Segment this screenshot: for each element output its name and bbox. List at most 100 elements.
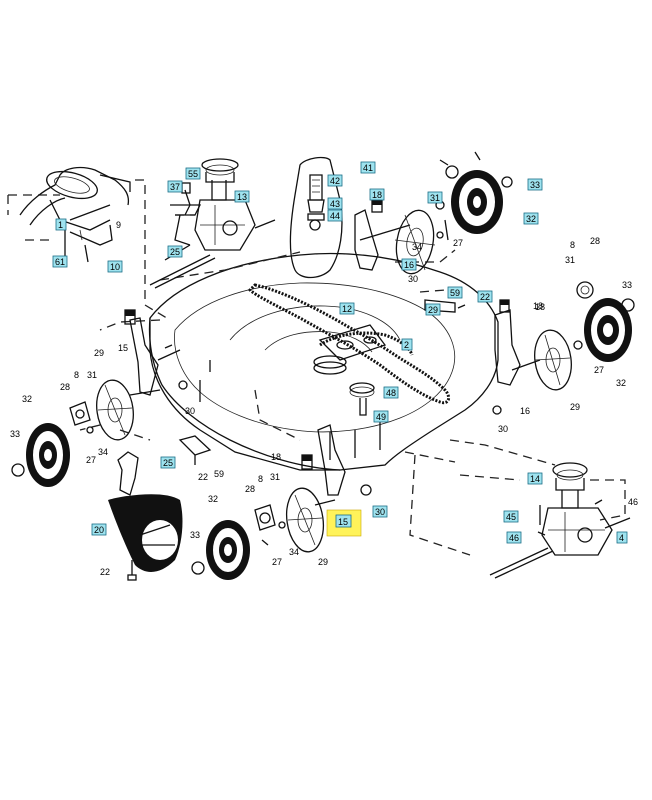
callout-text: 20 bbox=[94, 525, 104, 535]
callout-27: 27 bbox=[594, 365, 604, 375]
callout-55: 55 bbox=[185, 167, 201, 180]
callout-44: 44 bbox=[327, 209, 343, 222]
callout-text: 9 bbox=[116, 220, 121, 230]
callout-text: 43 bbox=[330, 199, 340, 209]
callout-32: 32 bbox=[616, 378, 626, 388]
callout-59: 59 bbox=[214, 469, 224, 479]
callout-29: 29 bbox=[318, 557, 328, 567]
callout-text: 8 bbox=[74, 370, 79, 380]
callout-16: 16 bbox=[520, 406, 530, 416]
callout-text: 55 bbox=[188, 169, 198, 179]
callout-box bbox=[527, 178, 543, 191]
callout-text: 41 bbox=[363, 163, 373, 173]
callout-box bbox=[477, 290, 493, 303]
callout-text: 15 bbox=[338, 517, 348, 527]
callout-33: 33 bbox=[190, 530, 200, 540]
callout-25: 25 bbox=[160, 456, 176, 469]
callout-text: 27 bbox=[272, 557, 282, 567]
callout-text: 18 bbox=[271, 452, 281, 462]
discharge-chute bbox=[108, 435, 212, 581]
callout-text: 28 bbox=[60, 382, 70, 392]
callout-20: 20 bbox=[91, 523, 107, 536]
callout-18: 18 bbox=[369, 188, 385, 201]
front-drive-gearbox bbox=[149, 158, 276, 289]
callout-18: 18 bbox=[535, 302, 545, 312]
callout-text: 18 bbox=[535, 302, 545, 312]
callout-box bbox=[447, 286, 463, 299]
callout-text: 27 bbox=[594, 365, 604, 375]
callout-text: 29 bbox=[94, 348, 104, 358]
callout-text: 42 bbox=[330, 176, 340, 186]
callout-box bbox=[360, 161, 376, 174]
callout-32: 32 bbox=[22, 394, 32, 404]
callout-text: 31 bbox=[87, 370, 97, 380]
callout-text: 22 bbox=[100, 567, 110, 577]
callout-text: 2 bbox=[404, 340, 409, 350]
callout-34: 34 bbox=[289, 547, 299, 557]
callout-text: 27 bbox=[453, 238, 463, 248]
callout-text: 30 bbox=[185, 406, 195, 416]
callout-text: 15 bbox=[118, 343, 128, 353]
callout-box bbox=[503, 510, 519, 523]
callout-box bbox=[372, 505, 388, 518]
callout-text: 1 bbox=[58, 220, 63, 230]
callout-box bbox=[401, 258, 417, 271]
callout-box bbox=[339, 302, 355, 315]
callout-text: 61 bbox=[55, 257, 65, 267]
callout-46: 46 bbox=[506, 531, 522, 544]
callout-box bbox=[425, 303, 441, 316]
callout-text: 4 bbox=[619, 533, 624, 543]
callout-box bbox=[52, 255, 68, 268]
callout-box bbox=[327, 174, 343, 187]
callout-34: 34 bbox=[98, 447, 108, 457]
callout-text: 32 bbox=[208, 494, 218, 504]
callout-8: 8 bbox=[74, 370, 79, 380]
rear-right-wheel-assembly bbox=[354, 151, 513, 275]
callout-text: 33 bbox=[190, 530, 200, 540]
callout-text: 13 bbox=[237, 192, 247, 202]
callout-text: 25 bbox=[170, 247, 180, 257]
callout-box bbox=[369, 188, 385, 201]
callout-28: 28 bbox=[60, 382, 70, 392]
callout-8: 8 bbox=[570, 240, 575, 250]
callout-4: 4 bbox=[616, 531, 628, 544]
callout-text: 14 bbox=[530, 474, 540, 484]
callout-30: 30 bbox=[372, 505, 388, 518]
callout-34: 34 bbox=[412, 242, 422, 252]
callout-14: 14 bbox=[527, 472, 543, 485]
callout-box bbox=[427, 191, 443, 204]
callout-30: 30 bbox=[408, 274, 418, 284]
callout-text: 31 bbox=[565, 255, 575, 265]
callout-box bbox=[107, 260, 123, 273]
callout-box bbox=[327, 197, 343, 210]
callout-27: 27 bbox=[453, 238, 463, 248]
callout-box bbox=[91, 523, 107, 536]
callout-text: 45 bbox=[506, 512, 516, 522]
callout-text: 29 bbox=[428, 305, 438, 315]
callout-28: 28 bbox=[245, 484, 255, 494]
callout-text: 16 bbox=[520, 406, 530, 416]
callout-text: 12 bbox=[342, 304, 352, 314]
front-left-wheel-assembly bbox=[191, 424, 372, 580]
callout-13: 13 bbox=[234, 190, 250, 203]
callout-31: 31 bbox=[270, 472, 280, 482]
callout-8: 8 bbox=[258, 474, 263, 484]
mower-deck bbox=[148, 252, 499, 471]
drive-belt-and-pulleys bbox=[247, 283, 451, 416]
callout-12: 12 bbox=[339, 302, 355, 315]
right-wheel-assembly bbox=[424, 281, 635, 415]
handle-upper-left bbox=[19, 166, 131, 263]
callout-box bbox=[401, 338, 413, 351]
callout-30: 30 bbox=[185, 406, 195, 416]
callout-61: 61 bbox=[52, 255, 68, 268]
callout-33: 33 bbox=[10, 429, 20, 439]
callout-16: 16 bbox=[401, 258, 417, 271]
callout-box bbox=[327, 209, 343, 222]
callout-box bbox=[383, 386, 399, 399]
callout-text: 34 bbox=[289, 547, 299, 557]
callout-box bbox=[55, 218, 67, 231]
callout-box bbox=[527, 472, 543, 485]
callout-22: 22 bbox=[100, 567, 110, 577]
callout-text: 30 bbox=[498, 424, 508, 434]
